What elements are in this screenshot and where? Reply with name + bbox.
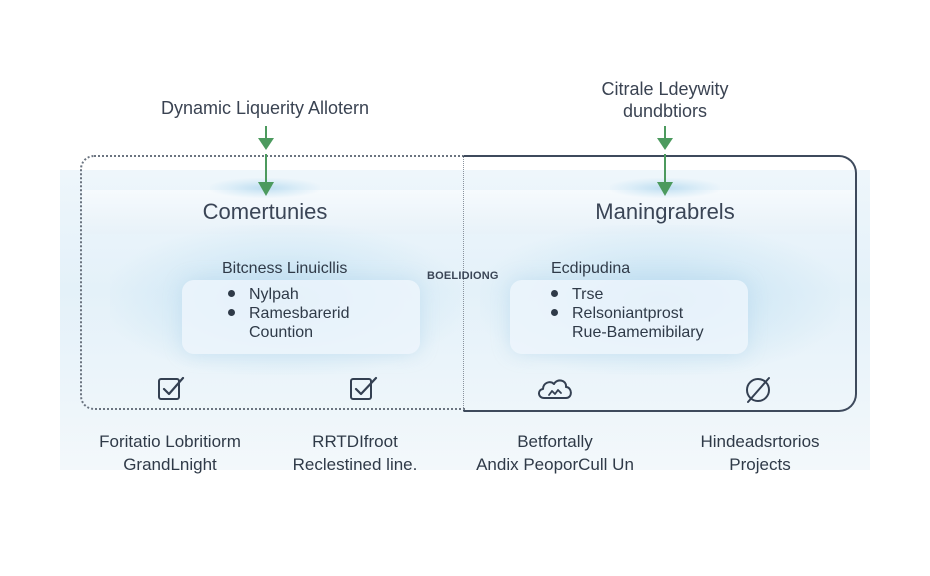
right-bullet-2-text: Relsoniantprost <box>572 305 684 322</box>
left-bullet-2-text: Ramesbarerid <box>249 305 350 322</box>
no-entry-icon <box>746 377 770 403</box>
center-divider <box>463 155 464 412</box>
bottom-label-4: Hindeadsrtorios Projects <box>660 430 860 476</box>
bullet-dot <box>228 309 235 317</box>
bottom-label-4-line1: Hindeadsrtorios <box>700 432 820 451</box>
top-label-right: Citrale Ldeywity dundbtiors <box>540 78 790 122</box>
right-inner-card <box>510 280 748 354</box>
left-block-title: Bitcness Linuicllis <box>222 260 348 277</box>
arrow-icon-right-top <box>657 126 673 150</box>
checkbox-icon <box>158 376 185 400</box>
top-label-left: Dynamic Liquerity Allotern <box>160 98 370 118</box>
checkbox-icon <box>350 376 378 400</box>
right-bullet-1: Trse <box>551 285 603 304</box>
left-bullet-continuation: Countion <box>249 324 314 341</box>
left-bullet-1-text: Nylpah <box>249 286 299 303</box>
right-bullet-2: Relsoniantprost <box>551 304 683 323</box>
right-block-title: Ecdipudina <box>551 260 631 277</box>
bullet-dot <box>551 309 558 317</box>
arrow-icon-left-mid <box>258 154 274 196</box>
bottom-label-2-line1: RRTDIfroot <box>312 432 398 451</box>
bottom-label-3: Betfortally Andix PeoporCull Un <box>445 430 665 476</box>
bullet-dot <box>228 290 235 298</box>
bottom-label-2: RRTDIfroot Reclestined line. <box>255 430 455 476</box>
right-bullet-1-text: Trse <box>572 286 604 303</box>
arrow-icon-left-top <box>258 126 274 150</box>
left-bullet-1: Nylpah <box>228 285 299 304</box>
left-section-title: Comertunies <box>202 199 328 224</box>
bottom-label-1-line2: GrandLnight <box>123 455 217 474</box>
bottom-label-1-line1: Foritatio Lobritiorm <box>99 432 241 451</box>
cloud-icon <box>538 379 572 399</box>
left-bullet-2: Ramesbarerid <box>228 304 349 323</box>
top-label-right-line1: Citrale Ldeywity <box>601 79 729 99</box>
bullet-dot <box>551 290 558 298</box>
bottom-label-3-line1: Betfortally <box>517 432 593 451</box>
top-label-right-line2: dundbtiors <box>622 101 708 121</box>
left-inner-card <box>182 280 420 354</box>
bottom-label-2-line2: Reclestined line. <box>292 455 418 474</box>
bottom-label-4-line2: Projects <box>729 455 791 474</box>
center-tag: BOELIDIONG <box>427 270 499 282</box>
right-bullet-continuation: Rue-Bamemibilary <box>572 324 704 341</box>
right-section-title: Maningrabrels <box>595 199 735 224</box>
bottom-label-3-line2: Andix PeoporCull Un <box>476 455 634 474</box>
right-section-frame <box>463 155 857 412</box>
left-section-frame <box>80 155 465 410</box>
bottom-label-1: Foritatio Lobritiorm GrandLnight <box>60 430 280 476</box>
arrow-icon-right-mid <box>657 154 673 196</box>
